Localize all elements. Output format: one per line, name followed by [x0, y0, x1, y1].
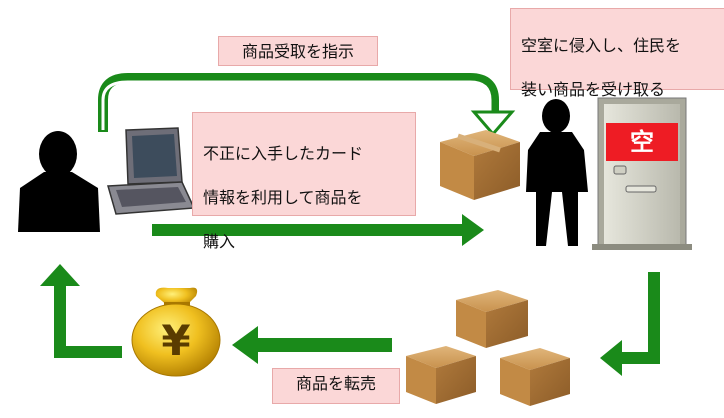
vacant-room-door-icon: [592, 97, 692, 250]
yen-symbol: ¥: [161, 316, 190, 365]
stacked-boxes-icon: [406, 290, 570, 406]
laptop-icon: [107, 127, 196, 215]
label-vacant-line2: 装い商品を受け取る: [521, 80, 666, 99]
profit-arrow: [40, 264, 122, 358]
label-fraud-line1: 不正に入手したカード: [203, 144, 364, 163]
label-resell: 商品を転売: [272, 368, 400, 404]
label-instruct-receipt: 商品受取を指示: [218, 36, 378, 66]
criminal-person-icon: [18, 131, 100, 232]
deliver-arrow: [600, 272, 660, 376]
label-vacant-room: 空室に侵入し、住民を 装い商品を受け取る: [510, 8, 724, 99]
label-vacant-line1: 空室に侵入し、住民を: [521, 36, 682, 55]
money-bag-icon: ¥: [131, 287, 221, 377]
instruction-arrow: [98, 73, 516, 137]
resell-arrow: [232, 326, 392, 364]
receiver-person-icon: [526, 99, 588, 246]
package-box-icon: [440, 130, 520, 200]
label-fraud-line3: 購入: [203, 232, 236, 251]
label-fraud-purchase: 不正に入手したカード 情報を利用して商品を 購入: [192, 112, 416, 251]
vacant-door-sign: 空: [606, 123, 678, 161]
purchase-arrow: [152, 214, 484, 246]
label-fraud-line2: 情報を利用して商品を: [203, 188, 363, 207]
